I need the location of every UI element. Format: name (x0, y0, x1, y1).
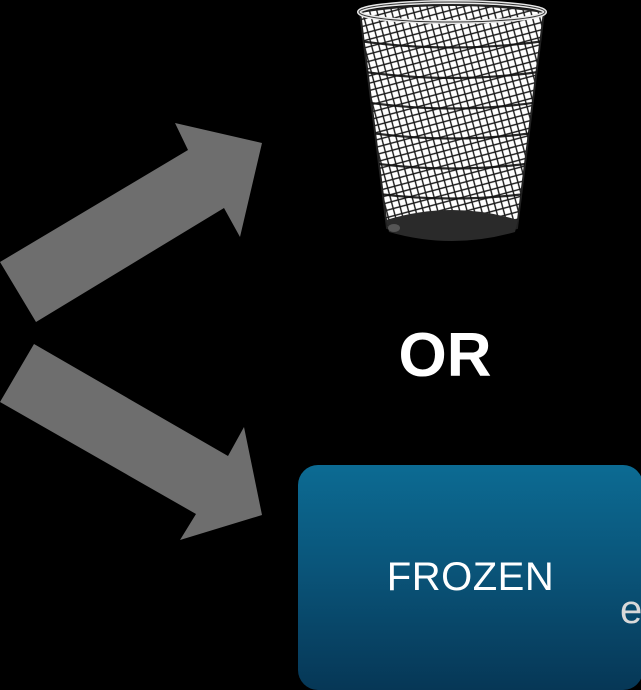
edge-text-label: e (620, 588, 641, 632)
edge-text-fragment: e (620, 588, 641, 632)
frozen-label: FROZEN (387, 555, 554, 600)
arrow-down-right-icon (0, 344, 262, 540)
frozen-box: FROZEN (298, 465, 641, 690)
wastebasket-icon (352, 0, 552, 245)
or-label: OR (380, 318, 510, 394)
arrow-up-right-icon (0, 123, 262, 322)
